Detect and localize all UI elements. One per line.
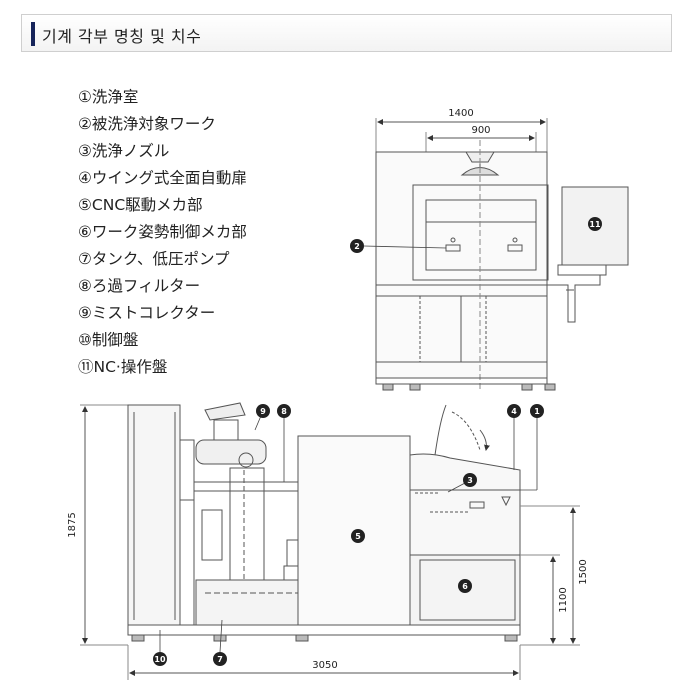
dim-height-1100: 1100 [558, 587, 569, 612]
callout-6: 6 [458, 579, 472, 593]
callout-1-label: 1 [534, 407, 540, 416]
legend-item-7: ⑦タンク、低圧ポンプ [78, 250, 230, 268]
callout-10: 10 [153, 652, 167, 666]
legend-item-3: ③洗浄ノズル [78, 142, 170, 160]
callout-3-label: 3 [467, 476, 473, 485]
legend-item-11: ⑪NC·操作盤 [78, 358, 168, 376]
callout-9: 9 [256, 404, 270, 418]
callout-7: 7 [213, 652, 227, 666]
header-accent-bar [31, 22, 35, 46]
side-view [80, 402, 580, 680]
dim-height-total: 1875 [67, 512, 78, 537]
callout-4-label: 4 [511, 407, 517, 416]
callout-5: 5 [351, 529, 365, 543]
callout-1: 1 [530, 404, 544, 418]
section-header: 기계 각부 명칭 및 치수 [21, 14, 672, 52]
dim-front-width: 1400 [448, 108, 473, 119]
dim-inner-width: 900 [471, 125, 490, 136]
legend-item-10: ⑩制御盤 [78, 331, 139, 349]
legend-item-5: ⑤CNC駆動メカ部 [78, 196, 203, 214]
front-view [375, 118, 629, 392]
callout-8-label: 8 [281, 407, 287, 416]
callout-6-label: 6 [462, 582, 468, 591]
callout-4: 4 [507, 404, 521, 418]
leader-lines [159, 245, 538, 653]
callout-10-label: 10 [154, 655, 166, 664]
callout-11-label: 11 [589, 220, 601, 229]
callout-8: 8 [277, 404, 291, 418]
legend-item-2: ②被洗浄対象ワーク [78, 115, 216, 133]
legend-item-4: ④ウイング式全面自動扉 [78, 169, 247, 187]
callout-7-label: 7 [217, 655, 223, 664]
callout-9-label: 9 [260, 407, 266, 416]
callout-11: 11 [588, 217, 602, 231]
callout-2-label: 2 [354, 242, 360, 251]
legend-item-8: ⑧ろ過フィルター [78, 277, 201, 295]
callout-5-label: 5 [355, 532, 361, 541]
dim-side-length: 3050 [312, 660, 337, 671]
parts-legend: ①洗浄室 ②被洗浄対象ワーク ③洗浄ノズル ④ウイング式全面自動扉 ⑤CNC駆動… [78, 84, 247, 381]
legend-item-6: ⑥ワーク姿勢制御メカ部 [78, 223, 247, 241]
legend-item-9: ⑨ミストコレクター [78, 304, 216, 322]
page-title: 기계 각부 명칭 및 치수 [42, 27, 202, 46]
callout-3: 3 [463, 473, 477, 487]
dim-height-1500: 1500 [578, 559, 589, 584]
legend-item-1: ①洗浄室 [78, 88, 139, 106]
callout-2: 2 [350, 239, 364, 253]
